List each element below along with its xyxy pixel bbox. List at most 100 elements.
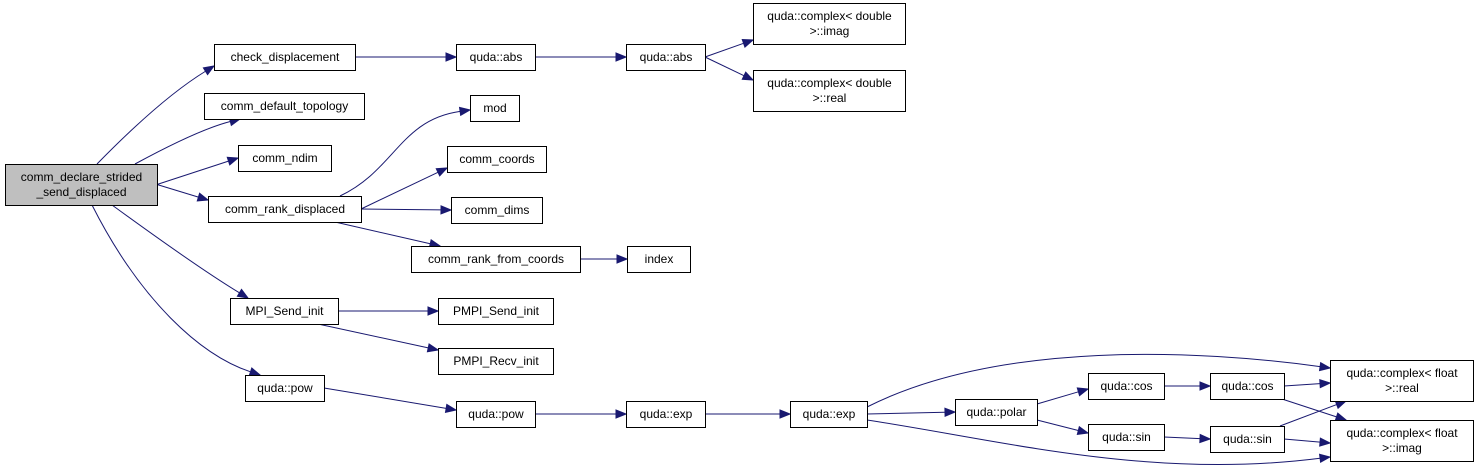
node-quda_sin_2[interactable]: quda::sin: [1210, 426, 1285, 453]
edge-root-to-comm_rank_displaced: [156, 184, 210, 202]
node-quda_abs_2[interactable]: quda::abs: [626, 44, 706, 71]
node-comm_rank_from_coords[interactable]: comm_rank_from_coords: [411, 246, 581, 273]
arrow-head-icon: [196, 192, 210, 202]
edge-quda_exp_2-to-quda_polar: [866, 407, 957, 417]
node-comm_default_topology[interactable]: comm_default_topology: [204, 93, 365, 120]
node-label: comm_rank_from_coords: [428, 252, 564, 266]
arrow-head-icon: [1318, 453, 1332, 464]
node-label: quda::abs: [470, 50, 523, 64]
node-label: comm_rank_displaced: [225, 202, 345, 216]
arrow-head-icon: [202, 65, 216, 76]
node-comm_ndim[interactable]: comm_ndim: [238, 145, 332, 172]
edge-root-to-comm_default_topology: [134, 117, 242, 165]
node-box: [1330, 360, 1474, 402]
edge-line: [360, 171, 439, 210]
edge-quda_exp_1-to-quda_exp_2: [705, 409, 792, 419]
node-mpi_send_init[interactable]: MPI_Send_init: [230, 298, 339, 325]
arrow-head-icon: [616, 254, 629, 264]
edge-quda_polar-to-quda_cos_1: [1036, 387, 1090, 405]
node-box: [626, 401, 706, 428]
edge-quda_abs_2-to-complex_double_real: [704, 56, 755, 81]
node-quda_exp_2[interactable]: quda::exp: [790, 401, 868, 428]
node-label: comm_coords: [459, 152, 534, 166]
arrow-head-icon: [741, 39, 755, 48]
node-box: [753, 3, 906, 45]
node-complex_double_real[interactable]: quda::complex< double>::real: [753, 70, 906, 112]
node-label: quda::pow: [468, 407, 524, 421]
node-label: comm_dims: [465, 203, 530, 217]
edge-comm_rank_displaced-to-comm_dims: [360, 205, 453, 215]
node-label: >::real: [813, 91, 847, 105]
node-index[interactable]: index: [627, 246, 691, 273]
edge-line: [360, 208, 442, 211]
arrow-head-icon: [1319, 437, 1332, 447]
node-quda_cos_2[interactable]: quda::cos: [1210, 373, 1285, 400]
edge-line: [91, 204, 251, 373]
node-label: quda::complex< float: [1346, 366, 1458, 380]
node-quda_cos_1[interactable]: quda::cos: [1088, 373, 1165, 400]
node-box: [214, 44, 356, 71]
node-complex_float_imag[interactable]: quda::complex< float>::imag: [1330, 420, 1474, 462]
arrow-head-icon: [445, 52, 458, 62]
arrow-head-icon: [1076, 425, 1090, 435]
node-quda_abs_1[interactable]: quda::abs: [456, 44, 536, 71]
edge-line: [1279, 404, 1337, 427]
node-check_displacement[interactable]: check_displacement: [214, 44, 356, 71]
node-complex_float_real[interactable]: quda::complex< float>::real: [1330, 360, 1474, 402]
node-quda_polar[interactable]: quda::polar: [955, 399, 1038, 426]
node-quda_pow_2[interactable]: quda::pow: [456, 401, 536, 428]
edge-quda_abs_1-to-quda_abs_2: [535, 52, 628, 62]
node-root[interactable]: comm_declare_strided_send_displaced: [5, 164, 158, 206]
node-mod[interactable]: mod: [470, 95, 520, 122]
edge-line: [866, 411, 946, 415]
node-box: [5, 164, 158, 206]
arrow-head-icon: [1334, 412, 1348, 422]
node-comm_dims[interactable]: comm_dims: [451, 197, 543, 224]
node-pmpi_send_init[interactable]: PMPI_Send_init: [438, 298, 554, 325]
edge-line: [704, 42, 744, 58]
nodes-layer: comm_declare_strided_send_displaced check…: [5, 3, 1474, 462]
node-quda_sin_1[interactable]: quda::sin: [1088, 424, 1165, 451]
node-label: quda::pow: [257, 381, 313, 395]
node-label: check_displacement: [231, 50, 340, 64]
node-box: [411, 246, 581, 273]
node-label: >::real: [1385, 381, 1419, 395]
node-box: [1330, 420, 1474, 462]
arrow-head-icon: [944, 407, 957, 417]
node-label: comm_declare_strided: [21, 170, 142, 184]
edge-line: [134, 121, 231, 165]
node-comm_coords[interactable]: comm_coords: [447, 146, 547, 173]
edge-quda_cos_2-to-complex_float_real: [1283, 378, 1332, 389]
edge-line: [866, 353, 1321, 408]
node-pmpi_recv_init[interactable]: PMPI_Recv_init: [438, 348, 554, 375]
edge-comm_rank_from_coords-to-index: [580, 254, 629, 264]
edge-root-to-check_displacement: [96, 65, 216, 165]
node-complex_double_imag[interactable]: quda::complex< double>::imag: [753, 3, 906, 45]
node-label: quda::abs: [640, 50, 693, 64]
node-comm_rank_displaced[interactable]: comm_rank_displaced: [208, 196, 362, 223]
arrow-head-icon: [435, 167, 449, 177]
edge-comm_rank_displaced-to-mod: [339, 106, 472, 197]
edge-line: [1036, 391, 1079, 405]
node-box: [470, 95, 520, 122]
arrow-head-icon: [1199, 433, 1212, 444]
edge-quda_sin_2-to-complex_float_imag: [1283, 437, 1332, 447]
node-label: MPI_Send_init: [245, 304, 324, 318]
node-quda_pow_1[interactable]: quda::pow: [245, 375, 325, 402]
edge-line: [1283, 383, 1321, 387]
arrow-head-icon: [615, 409, 628, 419]
node-box: [1210, 426, 1285, 453]
arrow-head-icon: [1318, 361, 1332, 372]
edge-line: [866, 419, 1321, 465]
node-quda_exp_1[interactable]: quda::exp: [626, 401, 706, 428]
node-label: quda::complex< float: [1346, 426, 1458, 440]
edge-line: [704, 56, 745, 77]
edge-line: [317, 323, 429, 349]
node-box: [1210, 373, 1285, 400]
node-label: quda::cos: [1221, 379, 1273, 393]
node-label: >::imag: [1382, 441, 1422, 455]
edge-check_displacement-to-quda_abs_1: [355, 52, 458, 62]
node-box: [245, 375, 325, 402]
node-box: [438, 348, 554, 375]
